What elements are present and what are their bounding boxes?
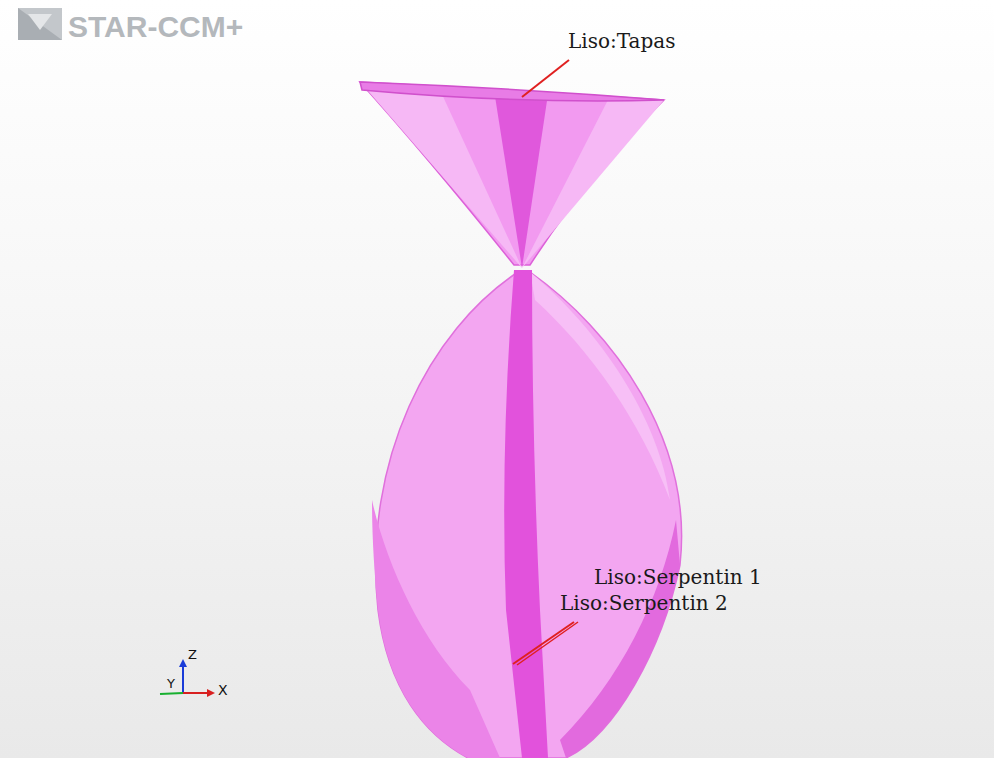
tapas-rim (360, 82, 664, 101)
axis-triad (160, 659, 215, 697)
logo-watermark: STAR-CCM+ (68, 10, 243, 45)
logo-icon (18, 8, 62, 40)
leader-line (513, 622, 574, 664)
part-label: Liso:Serpentin 2 (560, 592, 728, 615)
axis-label: Y (167, 677, 175, 692)
serpentin-band (530, 272, 670, 500)
part-label: Liso:Tapas (568, 30, 675, 53)
leader-line (522, 60, 569, 97)
serpentin-strip (504, 270, 548, 758)
serpentin-band (372, 500, 500, 758)
axis-label: Z (188, 648, 197, 663)
axis-label: X (218, 682, 228, 698)
leader-line (517, 622, 578, 665)
serpentin-band (560, 520, 680, 758)
part-label: Liso:Serpentin 1 (594, 566, 762, 589)
tapas-band (494, 90, 548, 268)
